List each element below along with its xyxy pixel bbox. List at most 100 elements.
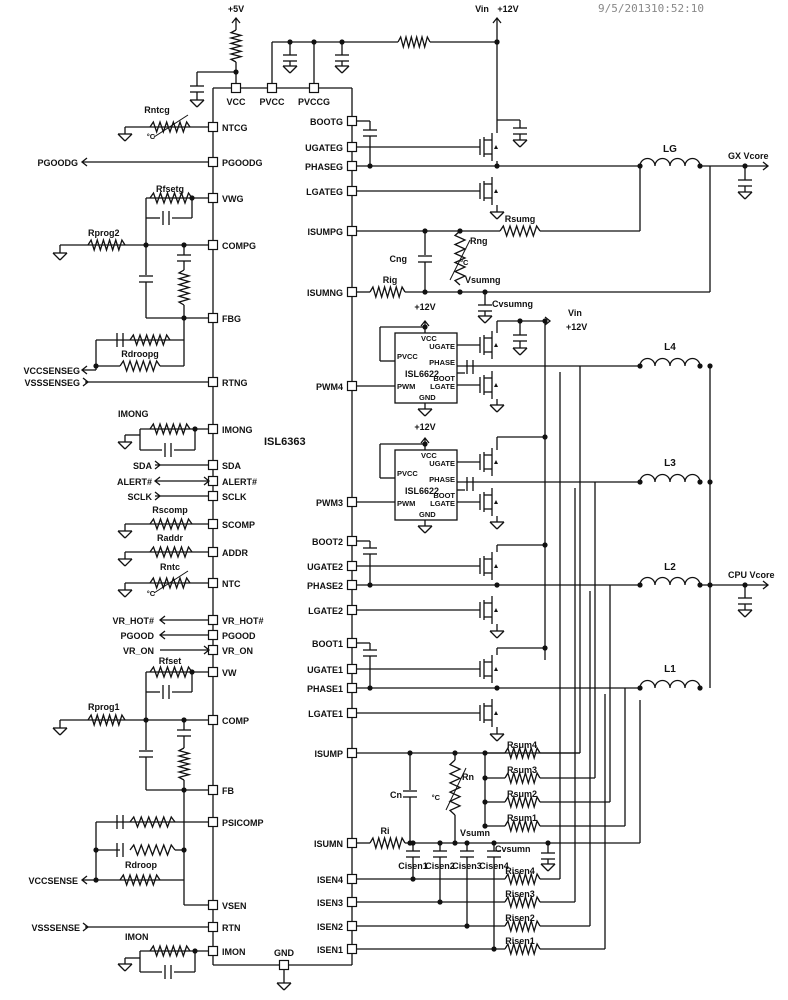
risen-label: Risen4 [505, 866, 535, 876]
arrow-right-icon [762, 161, 770, 171]
junction-dot [181, 242, 187, 248]
ground-icon [196, 99, 205, 108]
rscomp-label: Rscomp [152, 505, 188, 515]
left-pin-label: PGOODG [222, 158, 263, 168]
junction-dot [697, 582, 703, 588]
ext-signal-label: VR_HOT# [112, 616, 154, 626]
ground-icon [477, 315, 486, 324]
pin-box [346, 896, 358, 908]
pin-box [346, 560, 358, 572]
right-pin-label: ISEN3 [317, 898, 343, 908]
risen-label: Risen1 [505, 936, 535, 946]
pin-box [346, 707, 358, 719]
junction-dot [339, 39, 345, 45]
driver-pin: GND [419, 393, 436, 402]
junction-dot [637, 479, 643, 485]
ground-icon [737, 609, 746, 618]
resistor [504, 794, 541, 810]
driver-pin: GND [419, 510, 436, 519]
junction-dot [482, 823, 488, 829]
junction-dot [482, 775, 488, 781]
right-pin-label: PHASE2 [307, 581, 343, 591]
imong-label: IMONG [118, 409, 149, 419]
top-pin-label: PVCC [259, 97, 285, 107]
junction-dot [181, 787, 187, 793]
pin-box [278, 959, 290, 971]
left-pin-label: NTC [222, 579, 241, 589]
inductor [639, 357, 701, 367]
mosfet [494, 383, 498, 387]
left-pin-label: FBG [222, 314, 241, 324]
junction-dot [482, 799, 488, 805]
driver-pin: PVCC [397, 352, 418, 361]
junction-dot [742, 163, 748, 169]
junction-dot [233, 69, 239, 75]
driver-pin: VCC [421, 451, 437, 460]
driver-pin: LGATE [430, 382, 455, 391]
resistor [149, 665, 193, 679]
top-pin-label: PVCCG [298, 97, 330, 107]
resistor [504, 871, 541, 887]
junction-dot [464, 840, 470, 846]
driver-name: ISL6622 [405, 369, 439, 379]
junction-dot [311, 39, 317, 45]
pin-box [346, 920, 358, 932]
driver-pin: PVCC [397, 469, 418, 478]
right-pin-label: UGATEG [305, 143, 343, 153]
right-pin-label: LGATE2 [308, 606, 343, 616]
left-pin-label: FB [222, 786, 234, 796]
ground-icon [489, 521, 498, 530]
left-pin-label: SCOMP [222, 520, 255, 530]
pin-box [346, 535, 358, 547]
rn-label: Rn [462, 772, 474, 782]
resistor [87, 237, 126, 253]
pin-box [207, 546, 219, 558]
left-pin-label: VWG [222, 194, 244, 204]
ext-signal-label: VSSSENSE [31, 923, 80, 933]
pin-box [346, 286, 358, 298]
ic-name: ISL6363 [264, 436, 306, 448]
ground-icon [489, 630, 498, 639]
right-pin-label: BOOTG [310, 117, 343, 127]
pin-box [207, 192, 219, 204]
thermistor [153, 570, 189, 594]
resistor [504, 918, 541, 934]
junction-dot [707, 582, 713, 588]
resistor [176, 747, 192, 781]
ground-icon [417, 408, 426, 417]
right-pin-label: LGATE1 [308, 709, 343, 719]
gnd-pin-label: GND [274, 948, 295, 958]
rail-label: Vin [568, 308, 582, 318]
pin-box [346, 380, 358, 392]
rail-label: +12V [414, 422, 435, 432]
ground-icon [489, 211, 498, 220]
driver-pin: UGATE [429, 342, 455, 351]
arrow-right-icon [154, 460, 162, 470]
degc-label: °C [432, 793, 441, 802]
resistor [149, 545, 193, 559]
left-pin-label: COMP [222, 716, 249, 726]
junction-dot [494, 163, 500, 169]
ext-signal-label: VSSSENSEG [24, 378, 80, 388]
rig-label: Rig [383, 275, 398, 285]
junction-dot [707, 363, 713, 369]
junction-dot [482, 750, 488, 756]
ground-icon [744, 609, 753, 618]
driver-pin: PHASE [429, 475, 455, 484]
rntc-label: Rntc [160, 562, 180, 572]
ground-icon [52, 252, 61, 261]
arrow-right-icon [544, 316, 552, 326]
junction-dot [367, 163, 373, 169]
arrow-right-icon [82, 922, 90, 932]
junction-dot [367, 582, 373, 588]
rsumg-label: Rsumg [505, 214, 536, 224]
ground-icon [124, 441, 133, 450]
ground-icon [424, 525, 433, 534]
junction-dot [410, 840, 416, 846]
pin-box [207, 459, 219, 471]
arrow-right-icon [82, 377, 90, 387]
rdroop-label: Rdroop [125, 860, 157, 870]
resistor [369, 835, 406, 851]
driver-ic [394, 449, 458, 521]
arrow-left-icon [80, 875, 88, 885]
